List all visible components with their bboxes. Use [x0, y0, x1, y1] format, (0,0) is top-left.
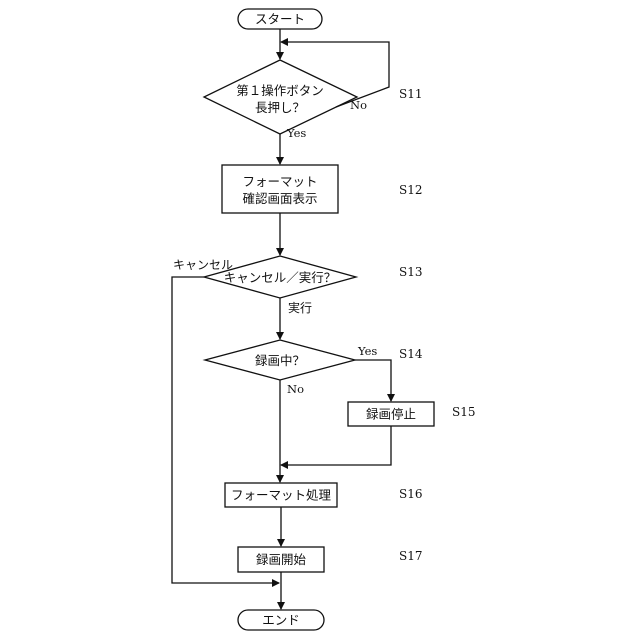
process-s12-line2: 確認画面表示 — [242, 191, 317, 206]
end-label: エンド — [262, 613, 300, 628]
start-label: スタート — [255, 12, 305, 27]
step-label-s17: S17 — [399, 549, 423, 563]
step-label-s16: S16 — [399, 487, 423, 501]
edge-label-s11-yes: Yes — [286, 126, 306, 140]
process-s12-line1: フォーマット — [242, 174, 317, 189]
step-label-s15: S15 — [452, 405, 476, 419]
edge-label-s13-cancel: キャンセル — [173, 258, 233, 272]
connector-s14-yes-s15 — [355, 360, 391, 401]
decision-s11-line1: 第１操作ボタン — [236, 83, 324, 98]
step-label-s12: S12 — [399, 183, 423, 197]
process-s17-label: 録画開始 — [256, 552, 307, 567]
connector-s13-cancel-rail — [172, 277, 279, 583]
step-label-s11: S11 — [399, 87, 423, 101]
process-s15-label: 録画停止 — [366, 407, 416, 422]
decision-s14-label: 録画中？ — [255, 353, 305, 368]
step-label-s14: S14 — [399, 347, 423, 361]
decision-s13-label: キャンセル／実行？ — [224, 270, 337, 285]
edge-label-s14-yes: Yes — [357, 344, 377, 358]
decision-s11-line2: 長押し？ — [255, 100, 305, 115]
edge-label-s11-no: No — [350, 98, 367, 112]
edge-label-s14-no: No — [287, 382, 304, 396]
process-s16-label: フォーマット処理 — [231, 488, 332, 503]
connector-s15-merge — [281, 426, 391, 465]
step-label-s13: S13 — [399, 265, 423, 279]
edge-label-s13-execute: 実行 — [288, 300, 312, 315]
